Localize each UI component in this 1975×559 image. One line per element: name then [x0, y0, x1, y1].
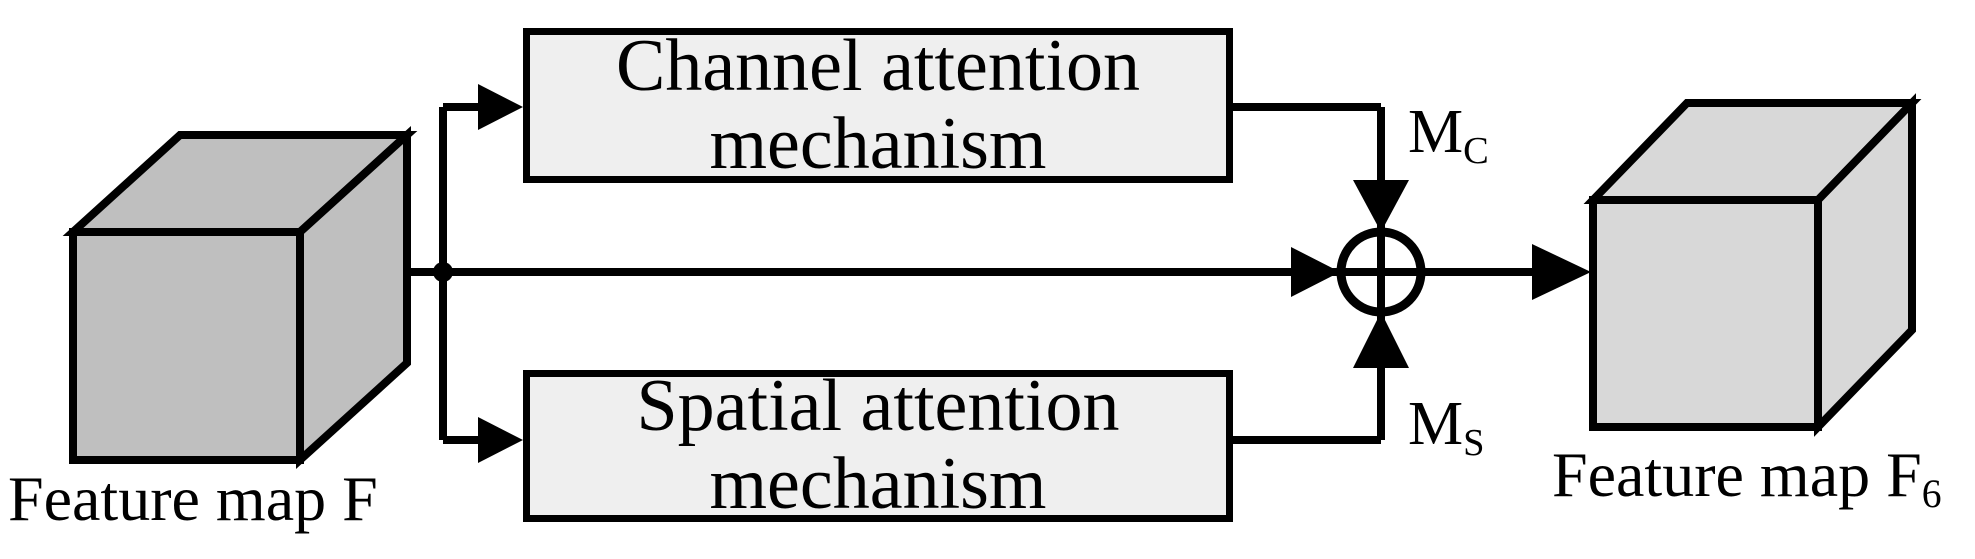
left-feature-cube: [62, 125, 418, 470]
branch-junction-dot: [433, 262, 453, 282]
left-cube-front-face: [69, 228, 304, 464]
channel-attention-box: Channel attention mechanism: [523, 24, 1233, 185]
right-feature-cube: [1583, 93, 1922, 437]
channel-mask-label: MC: [1408, 98, 1489, 172]
arrowhead-skip-into-sum: [1291, 247, 1340, 297]
spatial-mask-label-subscript: S: [1463, 421, 1485, 464]
channel-box-line1: Channel attention: [615, 24, 1141, 107]
right-cube-caption-subscript: 6: [1921, 472, 1942, 517]
right-cube-caption: Feature map F6: [1552, 439, 1942, 517]
channel-mask-label-base: M: [1408, 98, 1464, 166]
left-cube-caption: Feature map F: [8, 463, 378, 534]
arrowhead-into-channel-box: [478, 84, 523, 130]
right-cube-front-face: [1589, 196, 1822, 431]
spatial-box-line2: mechanism: [709, 443, 1047, 525]
channel-mask-label-subscript: C: [1463, 129, 1489, 172]
spatial-mask-label: MS: [1408, 390, 1485, 464]
spatial-box-line1: Spatial attention: [636, 365, 1120, 448]
spatial-attention-box: Spatial attention mechanism: [523, 365, 1233, 525]
arrowhead-into-spatial-box: [478, 417, 523, 463]
left-cube-caption-text: Feature map F: [8, 463, 378, 534]
arrowhead-channel-into-sum: [1353, 180, 1409, 232]
spatial-mask-label-base: M: [1408, 390, 1464, 458]
arrowhead-spatial-into-sum: [1353, 312, 1409, 368]
right-cube-caption-text: Feature map F: [1552, 439, 1922, 510]
channel-box-line2: mechanism: [709, 102, 1047, 185]
arrowhead-into-right-cube: [1532, 244, 1591, 300]
